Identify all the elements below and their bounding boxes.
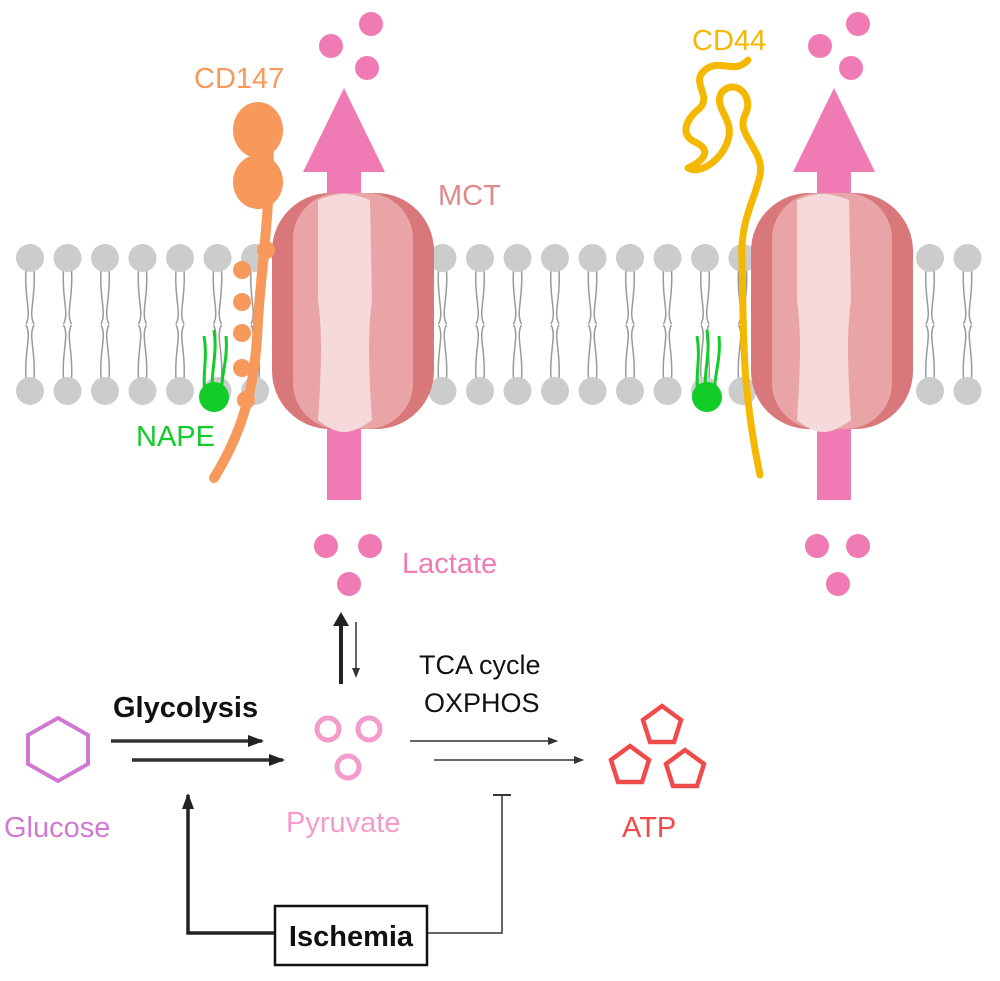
lipid-head <box>91 377 119 405</box>
lactate-molecule <box>355 56 379 80</box>
mct-arrowhead-left <box>303 88 385 172</box>
lactate-molecule <box>314 534 338 558</box>
lipid-head <box>953 244 982 272</box>
lipid-tail <box>137 269 148 380</box>
lipid-head <box>953 377 982 405</box>
lipid-head <box>128 244 157 272</box>
lactate-molecule <box>337 572 361 596</box>
lipid-head <box>653 244 682 272</box>
nape-molecule-right <box>692 329 722 412</box>
lipid-head <box>128 377 157 405</box>
lipid-head <box>503 377 532 405</box>
lipid-head <box>203 244 232 272</box>
ischemia-label: Ischemia <box>289 921 414 953</box>
atp-label: ATP <box>622 812 676 844</box>
cd44-label: CD44 <box>692 25 766 57</box>
lactate-molecule <box>808 34 832 58</box>
lipid-head <box>916 244 944 272</box>
lipid-head <box>166 244 194 272</box>
lipid-tail <box>437 269 448 380</box>
lipid-tail <box>62 269 73 380</box>
lipid-tail <box>549 269 561 380</box>
lipid-head <box>541 377 569 405</box>
lactate-label: Lactate <box>402 548 497 580</box>
mct-label: MCT <box>438 180 501 212</box>
atp-icon <box>608 703 707 789</box>
lipid-head <box>166 377 194 405</box>
glycolysis-label: Glycolysis <box>113 692 258 724</box>
lactate-molecule <box>358 534 382 558</box>
lipid-tail <box>174 269 186 380</box>
lactate-molecule <box>805 534 829 558</box>
lipid-head <box>503 244 532 272</box>
lipid-head <box>616 377 644 405</box>
lipid-tail <box>474 269 486 380</box>
lipid-head <box>578 377 607 405</box>
mct-transporter-left <box>272 88 434 500</box>
lipid-tail <box>512 269 523 380</box>
nape-molecule-left <box>199 329 229 412</box>
lactate-molecules <box>314 12 870 596</box>
lipid-tail <box>662 269 673 380</box>
lactate-molecule <box>846 534 870 558</box>
lipid-head <box>466 244 494 272</box>
oxphos-label: OXPHOS <box>424 688 540 718</box>
nape-label: NAPE <box>136 421 215 453</box>
lactate-pyruvate-exchange-arrows <box>333 612 360 684</box>
mct-transporter-right <box>751 88 913 500</box>
lactate-molecule <box>359 12 383 36</box>
lipid-head <box>91 244 119 272</box>
lipid-head <box>691 244 719 272</box>
lipid-tail <box>24 269 36 380</box>
lipid-head <box>53 244 82 272</box>
lipid-head <box>616 244 644 272</box>
lipid-tail <box>699 269 711 380</box>
lipid-head <box>541 244 569 272</box>
lactate-molecule <box>846 12 870 36</box>
ischemia-inhibit-line <box>428 795 503 934</box>
lipid-tail <box>962 269 973 380</box>
ischemia-stimulate-arrow <box>182 793 275 935</box>
tca-cycle-label: TCA cycle <box>419 650 541 680</box>
lipid-tail <box>99 269 111 380</box>
cd147-label: CD147 <box>194 63 284 95</box>
lipid-head <box>578 244 607 272</box>
lipid-head <box>466 377 494 405</box>
mct-arrowhead-right <box>793 88 875 172</box>
lactate-molecule <box>839 56 863 80</box>
lipid-head <box>53 377 82 405</box>
ischemia-box <box>273 904 429 967</box>
lipid-head <box>916 377 944 405</box>
lipid-head <box>16 377 44 405</box>
lactate-molecule <box>319 34 343 58</box>
lipid-head <box>428 377 457 405</box>
cd147-protein <box>209 102 283 483</box>
lipid-tail <box>624 269 636 380</box>
lipid-head <box>428 244 457 272</box>
lipid-tail <box>587 269 598 380</box>
lipid-head <box>653 377 682 405</box>
pyruvate-icon <box>314 715 383 781</box>
lipid-tail <box>924 269 936 380</box>
lactate-molecule <box>826 572 850 596</box>
glucose-hexagon-icon <box>26 715 90 784</box>
cd44-protein <box>682 56 765 479</box>
lipid-head <box>16 244 44 272</box>
glucose-label: Glucose <box>4 812 110 844</box>
lipid-tail <box>212 269 223 380</box>
pyruvate-label: Pyruvate <box>286 807 400 839</box>
